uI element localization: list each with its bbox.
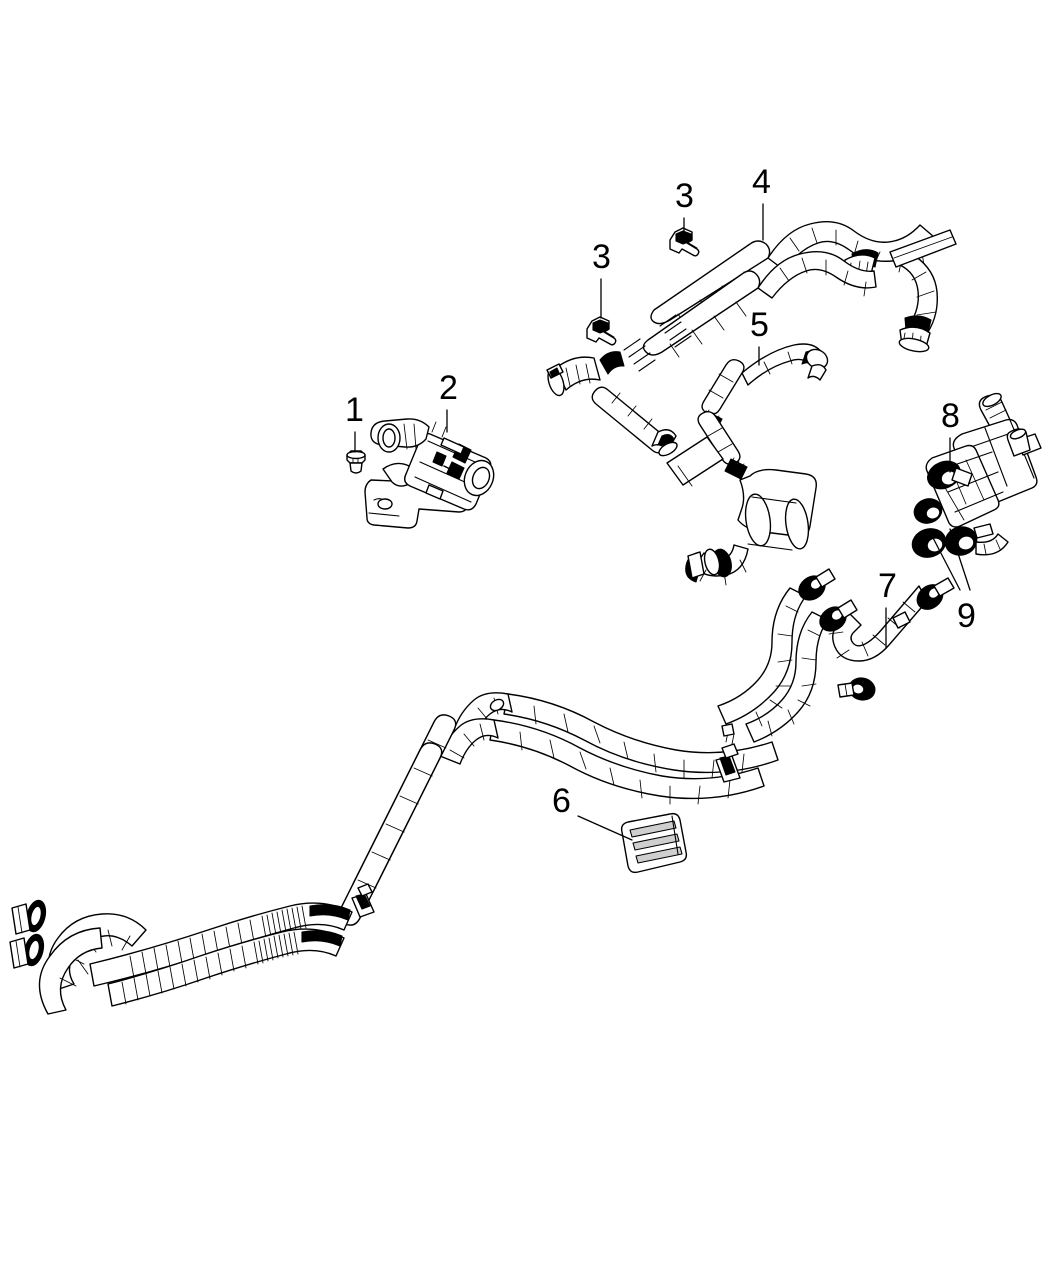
callout-number-8: 8 bbox=[941, 397, 960, 435]
part-coolant-control-valve bbox=[364, 418, 495, 529]
callout-number-9: 9 bbox=[957, 597, 976, 635]
part-coolant-pump-module bbox=[911, 392, 1042, 558]
callout-number-4: 4 bbox=[752, 163, 771, 201]
part-return-hose bbox=[828, 577, 955, 701]
callout-number-5: 5 bbox=[750, 306, 769, 344]
callout-number-7: 7 bbox=[878, 567, 897, 605]
part-filter-hose-assembly bbox=[666, 343, 829, 586]
callout-number-6: 6 bbox=[552, 782, 571, 820]
part-main-twin-hose-run bbox=[9, 692, 779, 1015]
callout-number-3-lower: 3 bbox=[592, 238, 611, 276]
part-bolt-lower bbox=[586, 316, 617, 346]
part-insulator-clip bbox=[620, 812, 688, 874]
callout-leader-lines bbox=[354, 203, 971, 841]
part-upper-heater-hose bbox=[546, 221, 957, 457]
callout-number-2: 2 bbox=[439, 369, 458, 407]
leader-6 bbox=[577, 815, 633, 841]
callout-number-1: 1 bbox=[345, 391, 364, 429]
part-twin-descending-hoses bbox=[717, 568, 858, 743]
part-retainer-clip bbox=[346, 450, 366, 474]
part-bolt-upper bbox=[669, 227, 700, 257]
leader-9b bbox=[949, 528, 971, 591]
callout-number-3-upper: 3 bbox=[675, 177, 694, 215]
leader-9a bbox=[929, 531, 961, 591]
